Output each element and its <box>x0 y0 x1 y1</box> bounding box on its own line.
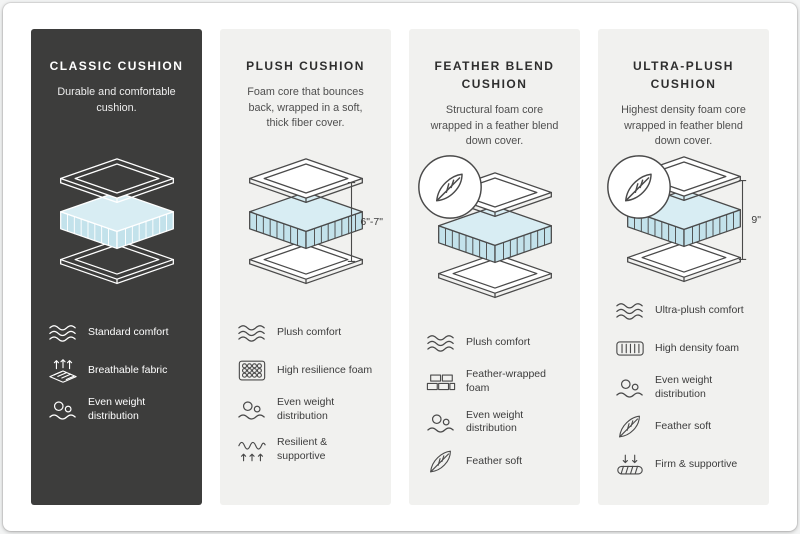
feature-label: High density foam <box>655 341 740 354</box>
feature-label: Even weight distribution <box>277 396 335 422</box>
feature-list: Plush comfort High resilience foam Even … <box>235 320 376 477</box>
panel-feather-blend-cushion: FEATHER BLEND CUSHION Structural foam co… <box>409 29 580 505</box>
feature-row: Firm & supportive <box>615 452 754 477</box>
feature-row: Breathable fabric <box>48 358 187 383</box>
foam-grid-icon <box>237 358 267 383</box>
panel-title: FEATHER BLEND CUSHION <box>434 59 555 91</box>
feature-label: Standard comfort <box>88 325 169 338</box>
feather-badge-icon <box>607 155 671 219</box>
feature-label: Plush comfort <box>277 325 342 338</box>
panel-ultra-plush-cushion: ULTRA-PLUSH CUSHION Highest density foam… <box>598 29 769 505</box>
panel-description: Highest density foam core wrapped in fea… <box>621 104 746 148</box>
density-foam-icon <box>615 336 645 361</box>
dimension-label: 9" <box>751 214 761 226</box>
feature-label: Breathable fabric <box>88 363 168 376</box>
panel-description: Durable and comfortable cushion. <box>57 86 176 114</box>
feature-row: Plush comfort <box>426 330 565 355</box>
feature-list: Ultra-plush comfort High density foam Ev… <box>613 298 754 490</box>
feature-list: Plush comfort Feather-wrapped foam Even … <box>424 330 565 487</box>
feature-row: High resilience foam <box>237 358 376 383</box>
feature-row: High density foam <box>615 336 754 361</box>
panel-title: PLUSH CUSHION <box>246 59 365 73</box>
feature-row: Feather soft <box>615 414 754 439</box>
feature-label: Ultra-plush comfort <box>655 303 744 316</box>
feature-label: Even weight distribution <box>466 408 524 435</box>
feature-row: Even weight distribution <box>615 374 754 401</box>
even-weight-icon <box>426 410 456 435</box>
waves-icon <box>237 320 267 345</box>
even-weight-icon <box>48 397 78 422</box>
feature-row: Resilient & supportive <box>237 436 376 463</box>
feature-row: Even weight distribution <box>426 409 565 436</box>
height-dimension: 6"-7" <box>346 178 383 266</box>
feature-label: Even weight distribution <box>88 396 146 422</box>
cushion-illustration: 6"-7" <box>235 138 383 306</box>
feature-label: Even weight distribution <box>655 374 713 400</box>
dimension-line-icon <box>739 180 747 260</box>
feature-row: Feather-wrapped foam <box>426 368 565 395</box>
waves-icon <box>426 330 456 355</box>
cushion-illustration <box>418 155 565 316</box>
feature-label: Firm & supportive <box>655 457 738 470</box>
feature-label: Plush comfort <box>466 336 531 349</box>
feature-label: Feather-wrapped foam <box>466 368 546 395</box>
feature-label: Resilient & supportive <box>277 436 328 462</box>
cushion-layers-icon <box>57 158 177 286</box>
dimension-line-icon <box>348 182 356 262</box>
feature-label: High resilience foam <box>277 363 373 376</box>
feature-row: Plush comfort <box>237 320 376 345</box>
panel-plush-cushion: PLUSH CUSHION Foam core that bounces bac… <box>220 29 391 505</box>
panel-title: ULTRA-PLUSH CUSHION <box>633 59 734 91</box>
waves-icon <box>48 320 78 345</box>
feature-label: Feather soft <box>655 419 712 432</box>
panel-description: Foam core that bounces back, wrapped in … <box>247 86 364 130</box>
feature-row: Even weight distribution <box>237 396 376 423</box>
feather-badge-icon <box>418 155 482 219</box>
feature-row: Standard comfort <box>48 320 187 345</box>
feature-row: Feather soft <box>426 449 565 474</box>
springs-icon <box>237 437 267 462</box>
dimension-label: 6"-7" <box>360 216 383 228</box>
feature-list: Standard comfort Breathable fabric Even … <box>46 320 187 436</box>
feather-icon <box>426 449 456 474</box>
even-weight-icon <box>237 397 267 422</box>
even-weight-icon <box>615 375 645 400</box>
cushion-illustration: 9" <box>607 155 761 284</box>
panel-classic-cushion: CLASSIC CUSHION Durable and comfortable … <box>31 29 202 505</box>
waves-icon <box>615 298 645 323</box>
feature-row: Ultra-plush comfort <box>615 298 754 323</box>
height-dimension: 9" <box>737 176 761 264</box>
panel-title: CLASSIC CUSHION <box>49 59 184 73</box>
breathable-fabric-icon <box>48 358 78 383</box>
cushion-comparison-infographic: CLASSIC CUSHION Durable and comfortable … <box>3 3 797 531</box>
cushion-illustration <box>46 138 187 306</box>
feather-icon <box>615 414 645 439</box>
feature-row: Even weight distribution <box>48 396 187 423</box>
bricks-icon <box>426 370 456 395</box>
feature-label: Feather soft <box>466 454 523 467</box>
firm-support-icon <box>615 452 645 477</box>
panel-description: Structural foam core wrapped in a feathe… <box>430 104 559 148</box>
